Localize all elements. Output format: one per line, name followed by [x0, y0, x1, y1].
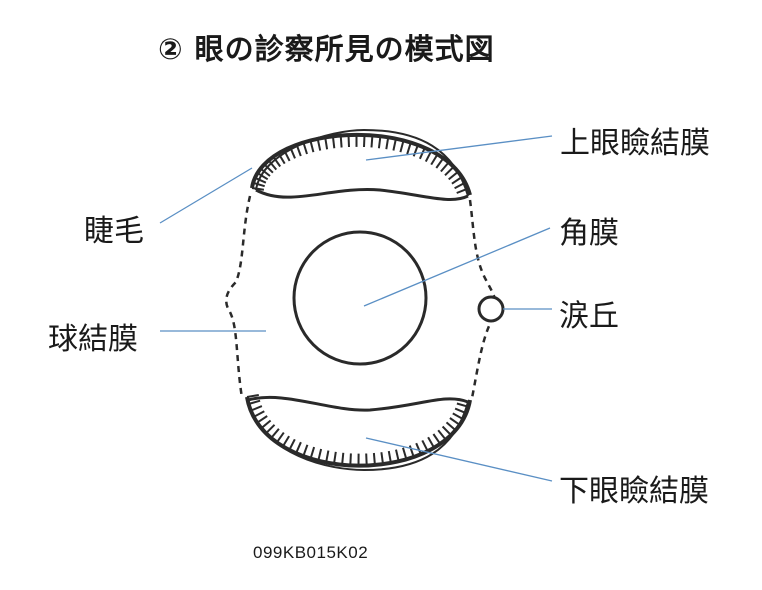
eyelash [440, 161, 450, 173]
eyelash [377, 136, 382, 149]
eyelash [432, 433, 442, 445]
eyelash [370, 135, 374, 148]
eyelash [412, 144, 419, 157]
label-caruncle: 涙丘 [559, 299, 619, 334]
leader-upper-conjunctiva [365, 135, 553, 161]
eyelash [256, 415, 268, 424]
eyelash [252, 181, 265, 188]
eyelash [250, 405, 263, 412]
eyelash [251, 187, 265, 191]
eyelash [309, 140, 315, 153]
eyelash [270, 428, 280, 439]
eyelash [392, 138, 397, 151]
eyelash [259, 167, 271, 177]
eyelash [347, 135, 350, 148]
eyelash [333, 451, 337, 464]
leader-lower-conjunctiva [365, 437, 553, 482]
lower-eyelashes [246, 394, 469, 466]
leader-eyelashes [159, 167, 253, 224]
eyelash [265, 424, 276, 435]
eyelash [267, 159, 278, 171]
upper-conjunctiva-edge [255, 188, 469, 201]
label-upper-palpebral-conjunctiva: 上眼瞼結膜 [560, 126, 710, 161]
eyelash [248, 399, 261, 405]
eyelash [444, 166, 455, 177]
eyelash [363, 134, 366, 148]
label-lower-palpebral-conjunctiva: 下眼瞼結膜 [559, 474, 709, 509]
eyelash [449, 417, 461, 426]
eyelash [399, 140, 405, 153]
eyelash [424, 150, 433, 163]
eyelash [256, 172, 269, 181]
eyelash [324, 137, 329, 150]
eyelash [302, 142, 308, 155]
leader-cornea [363, 227, 551, 307]
eyelash [445, 421, 457, 431]
eyelash [302, 444, 309, 457]
eyelash [408, 445, 415, 458]
eyelash [402, 447, 408, 460]
eyelash [380, 452, 384, 465]
image-code: 099KB015K02 [253, 543, 369, 562]
eyelash [275, 432, 285, 443]
eyelash [288, 438, 296, 451]
eyelash [395, 449, 400, 462]
eyelash [309, 446, 316, 459]
caruncle-circle [477, 295, 505, 323]
eyelash [316, 138, 322, 151]
eyelash [430, 153, 439, 166]
eyelash [427, 436, 435, 449]
eyelash [339, 135, 343, 148]
eyelash [317, 448, 323, 461]
eyelash [325, 450, 330, 463]
eyelash [365, 453, 368, 466]
eyelash [260, 419, 272, 429]
cornea-circle [292, 230, 428, 366]
eyelash [349, 453, 352, 466]
eyelash [295, 441, 302, 454]
eyelash [385, 137, 390, 150]
eyelash [421, 439, 429, 452]
eyelash [441, 425, 452, 436]
eyelash [387, 450, 392, 464]
eyelash [406, 142, 412, 155]
eyelash [372, 452, 376, 466]
label-bulbar-conjunctiva: 球結膜 [48, 322, 138, 357]
eyelash [272, 156, 282, 168]
label-cornea: 角膜 [559, 216, 619, 251]
eyelash [253, 410, 265, 418]
eyelash [435, 157, 445, 169]
eyelash [415, 442, 422, 455]
eyelash [341, 452, 345, 465]
eyelash [263, 163, 274, 174]
eyelash [282, 435, 290, 447]
eyelash [437, 429, 447, 441]
eyelash [331, 136, 336, 149]
eyelash [254, 176, 267, 184]
eyelash [246, 394, 259, 398]
upper-eyelashes [251, 134, 469, 194]
label-eyelashes: 睫毛 [84, 214, 144, 249]
lower-conjunctiva-edge [247, 395, 469, 412]
bulbar-conjunctiva-outline-left [225, 195, 252, 399]
diagram-title: ② 眼の診察所見の模式図 [158, 32, 495, 66]
eyelash [448, 171, 459, 181]
